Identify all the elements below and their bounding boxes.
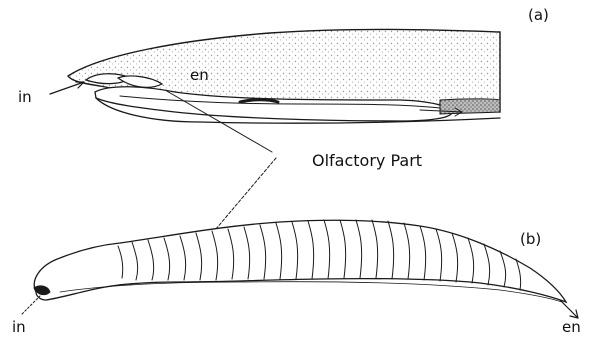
in-label-bottom: in [12,318,26,336]
panel-a-label: (a) [528,6,549,24]
tube-inner-line [60,282,562,302]
panel-b-drawing [22,220,578,318]
olfactory-tube-outline [34,220,566,302]
in-arrow-bottom [22,296,40,314]
in-arrow-top [50,82,84,94]
in-label-top: in [18,88,32,106]
en-label-bottom: en [562,318,581,336]
en-label-top: en [190,66,209,84]
olfactory-part-label: Olfactory Part [312,151,422,170]
en-arrow-bottom [560,300,578,318]
panel-a-drawing [50,29,500,123]
panel-b-label: (b) [520,230,541,248]
